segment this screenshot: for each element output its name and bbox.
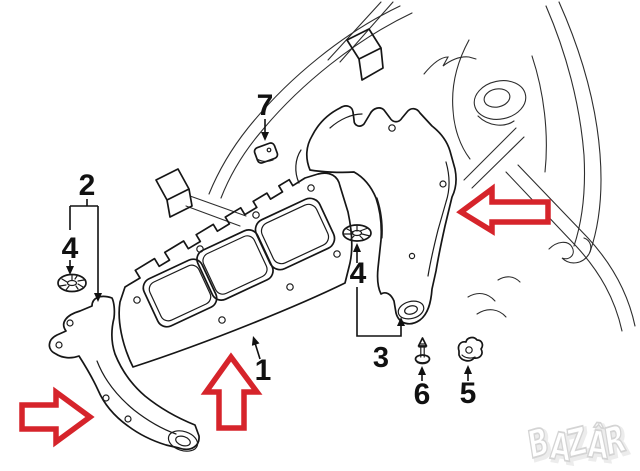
callout-5-arrowhead bbox=[464, 365, 472, 374]
left-bracket-inner-contour bbox=[96, 360, 177, 435]
red-arrow-up-icon bbox=[200, 352, 263, 431]
left-bracket-part bbox=[48, 295, 200, 452]
hatch-curve bbox=[497, 276, 521, 283]
bazar-watermark-text: BAZÂR bbox=[523, 417, 629, 470]
callout-1-label: 1 bbox=[255, 354, 272, 387]
callout-7-arrowhead bbox=[261, 132, 269, 141]
rear-arc-1 bbox=[545, 5, 586, 247]
bolt-hole bbox=[408, 252, 416, 260]
rail-beam-line bbox=[189, 195, 247, 217]
right-shield-crown-contour bbox=[329, 113, 363, 129]
hatch-curve bbox=[467, 292, 496, 302]
sill-rail-1 bbox=[505, 171, 623, 332]
strut-dome-outer bbox=[473, 80, 527, 120]
callout-leaders bbox=[66, 119, 472, 381]
rear-arc-2 bbox=[558, 1, 602, 253]
main-shield-part bbox=[118, 172, 353, 368]
left-bracket-foot-oval bbox=[167, 430, 199, 452]
jack-pad-left bbox=[155, 168, 193, 218]
red-arrow-left-icon bbox=[456, 183, 551, 236]
roof-pillar-line bbox=[339, 1, 394, 63]
callout-2-label: 2 bbox=[79, 169, 96, 202]
callout-1-arrowhead bbox=[251, 336, 260, 346]
red-arrow-right-icon bbox=[19, 386, 95, 448]
dome-lower-arc bbox=[477, 115, 515, 126]
bazar-watermark: BAZÂR BAZÂR bbox=[522, 416, 633, 471]
callout-6-arrowhead bbox=[418, 366, 426, 375]
right-shield-hook-curve bbox=[295, 149, 302, 184]
red-pointer-arrows bbox=[19, 183, 551, 448]
grommet-icon bbox=[342, 224, 372, 242]
right-shield-arm-contour bbox=[376, 197, 383, 239]
nut-icon bbox=[457, 336, 484, 362]
shield-bolt-holes bbox=[133, 184, 341, 324]
dome-sill-line bbox=[471, 136, 525, 189]
left-bracket-foot-oval-inner bbox=[175, 435, 191, 447]
clip-icon bbox=[253, 142, 279, 164]
left-bracket-outline bbox=[48, 295, 200, 451]
right-shield-foot-oval bbox=[397, 300, 425, 320]
callout-4l-arrowhead bbox=[66, 266, 74, 275]
bazar-watermark-shadow: BAZÂR bbox=[526, 420, 632, 471]
bolt-hole bbox=[66, 319, 74, 327]
jack-pad-right bbox=[346, 28, 384, 81]
callout-3-label: 3 bbox=[373, 342, 389, 374]
grommet-icon bbox=[57, 273, 87, 293]
right-shield-foot-oval-inner bbox=[404, 305, 418, 315]
callout-4-right-label: 4 bbox=[350, 257, 367, 290]
sill-rail-2 bbox=[517, 164, 636, 327]
callout-2-bracket bbox=[69, 199, 99, 294]
right-shield-inner-contour bbox=[427, 161, 450, 277]
shield-cutout-1 bbox=[142, 258, 218, 328]
fender-curve bbox=[452, 39, 471, 160]
callout-7-label: 7 bbox=[257, 89, 274, 122]
bolt-hole bbox=[439, 180, 447, 188]
body-zigzag-bracket bbox=[423, 56, 477, 75]
quarter-arch-inner bbox=[220, 12, 413, 199]
hatch-curve bbox=[476, 309, 507, 318]
callout-1-leader bbox=[254, 342, 261, 360]
right-shield-outline bbox=[306, 105, 457, 325]
quarter-arch-outer bbox=[208, 5, 401, 195]
strut-dome-inner bbox=[483, 88, 511, 108]
bolt-hole bbox=[102, 394, 110, 402]
bolt-hole bbox=[388, 124, 396, 132]
dome-sill-line bbox=[463, 127, 517, 181]
callout-3-bracket bbox=[356, 287, 402, 337]
callout-6-label: 6 bbox=[414, 378, 431, 411]
rear-arc-3 bbox=[531, 55, 547, 173]
bolt-hole bbox=[124, 415, 132, 423]
car-body-outline bbox=[155, 1, 636, 332]
push-pin-icon bbox=[414, 337, 431, 365]
callout-5-label: 5 bbox=[460, 377, 477, 410]
rail-beam-line bbox=[185, 205, 241, 227]
callout-3-arrowhead bbox=[397, 317, 405, 326]
right-shield-part bbox=[295, 105, 457, 325]
callout-2-arrowhead bbox=[94, 293, 102, 302]
hose-loop bbox=[548, 237, 592, 264]
main-shield-outline bbox=[118, 172, 353, 368]
callout-4r-arrowhead bbox=[353, 243, 361, 252]
bolt-hole bbox=[55, 341, 63, 349]
callout-4-left-label: 4 bbox=[62, 232, 79, 265]
shield-cutout-3 bbox=[254, 197, 336, 271]
